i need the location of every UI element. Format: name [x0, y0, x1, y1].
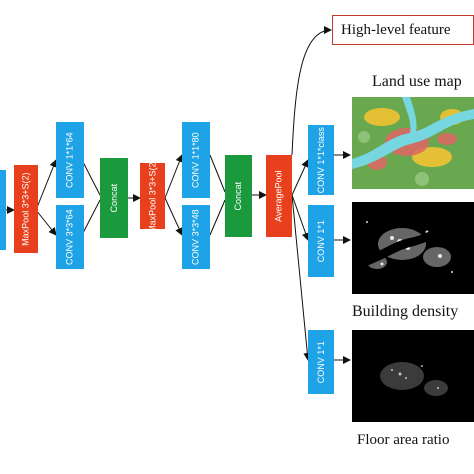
conv-block-a2: CONV 3*3*64 [56, 205, 84, 269]
floor-area-ratio-map-image [352, 330, 474, 422]
conv-block-c2: CONV 1*1 [308, 205, 334, 277]
conv-block-c3: CONV 1*1 [308, 330, 334, 394]
conv-block-c1: CONV 1*1*class [308, 125, 334, 195]
conv-block-b2: CONV 3*3*48 [182, 205, 210, 269]
land-use-map-title: Land use map [372, 73, 462, 90]
building-density-title: Building density [352, 303, 459, 320]
concat-block-2: Concat [225, 155, 252, 237]
maxpool-block-2: MaxPool 3*3+S(2) [140, 159, 165, 233]
floor-area-ratio-title: Floor area ratio [357, 432, 450, 448]
concat-block-1: Concat [100, 158, 128, 238]
land-use-map-image [352, 97, 474, 189]
maxpool-block-1: MaxPool 3*3+S(2) [14, 165, 38, 253]
conv-block-a1: CONV 1*1*64 [56, 122, 84, 198]
averagepool-block: AveragePool [266, 155, 292, 237]
conv-block-b1: CONV 1*1*80 [182, 122, 210, 198]
input-block-partial [0, 170, 6, 250]
high-level-feature-box: High-level feature [332, 15, 474, 45]
building-density-map-image [352, 202, 474, 294]
